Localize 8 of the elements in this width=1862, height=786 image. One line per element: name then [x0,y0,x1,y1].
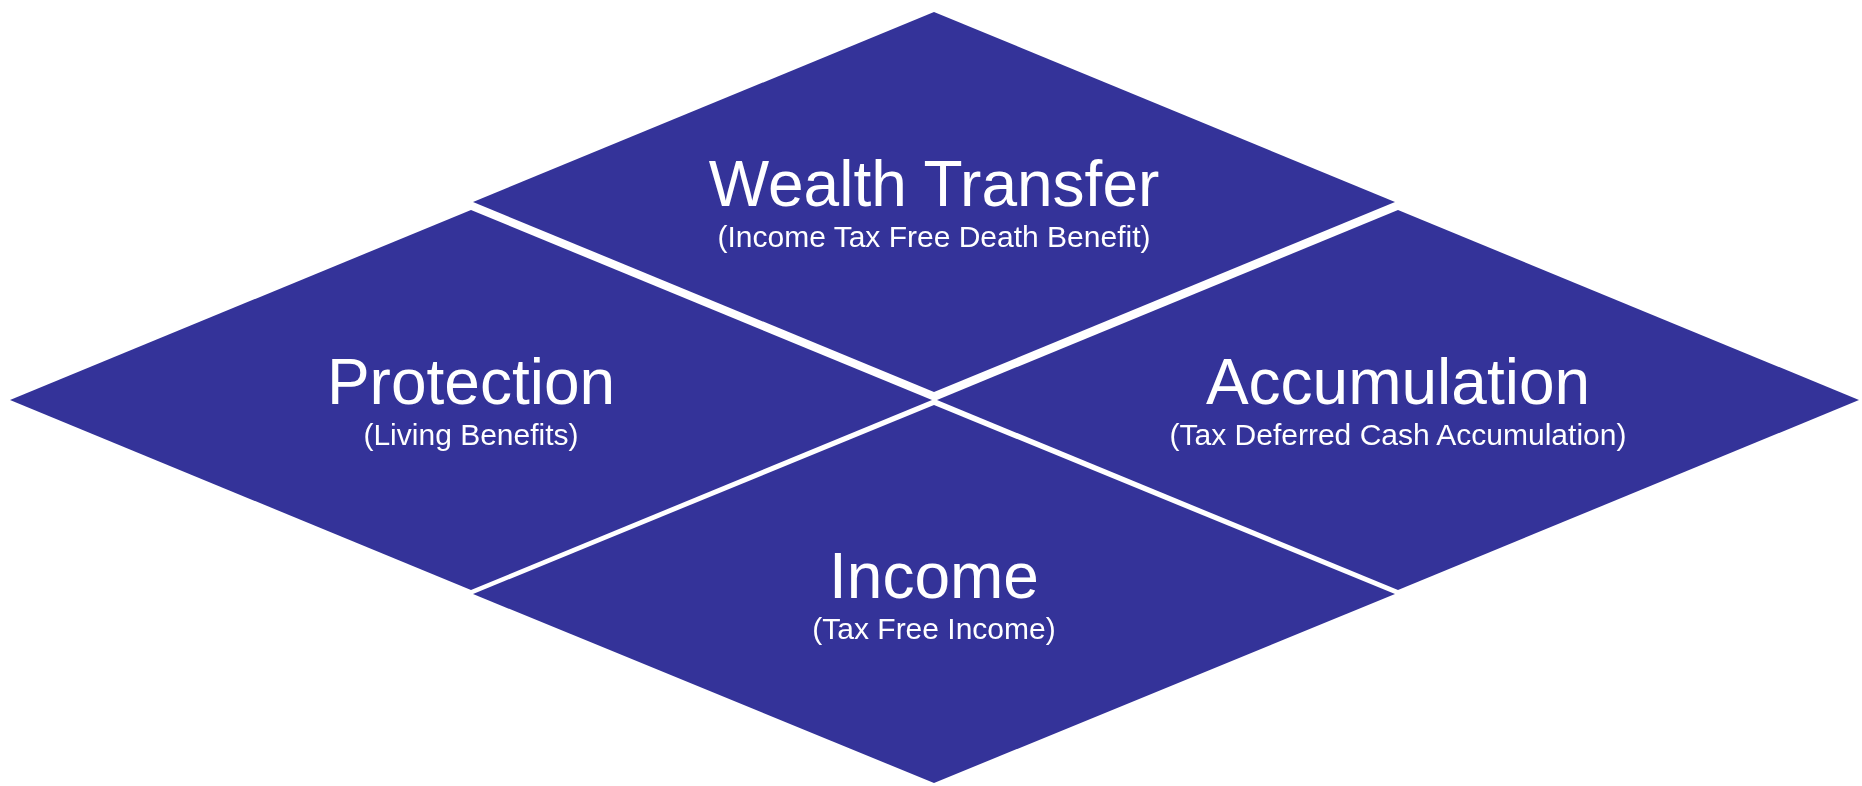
diamond-heading: Income [829,540,1039,612]
diamond-subtitle: (Tax Deferred Cash Accumulation) [1169,417,1627,454]
diamond-heading: Wealth Transfer [708,148,1160,220]
diamond-subtitle: (Living Benefits) [363,417,579,454]
diamond-heading: Protection [326,346,616,418]
diamond-subtitle: (Income Tax Free Death Benefit) [717,219,1151,256]
diamond-heading: Accumulation [1205,346,1591,418]
diamond-subtitle: (Tax Free Income) [812,611,1056,648]
